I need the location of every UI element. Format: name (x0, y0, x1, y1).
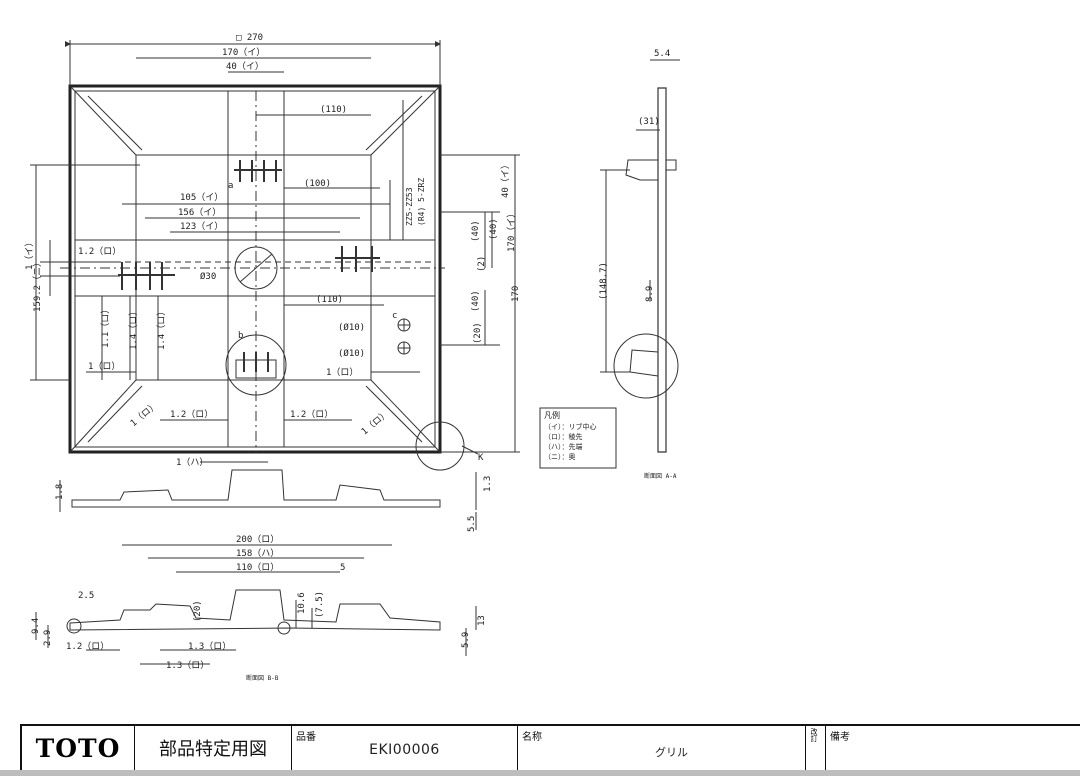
dim-29: 2.9 (43, 630, 53, 646)
dim-156: 156（イ） (178, 207, 221, 218)
dim-rib-40: 40（イ） (226, 61, 264, 72)
dim-1592: 159.2（ニ） (32, 258, 43, 312)
legend-item-1: （イ）：リブ中心 (544, 422, 597, 431)
note-2: (R4) 5-ZRZ (417, 178, 426, 226)
dim-14a: 1.4（ロ） (128, 307, 139, 350)
dim-corner-left: 1（ロ） (128, 400, 160, 429)
legend: 凡例 （イ）：リブ中心 （ロ）：稜先 （ハ）：先端 （ニ）：奥 (539, 407, 617, 469)
dim-18: 1.8 (55, 484, 65, 500)
dim-170-right: 170 (511, 286, 521, 302)
edition-label: 改訂 (810, 728, 818, 742)
dim-89: 8.9 (645, 286, 655, 302)
dim-b13b: 1.3（ロ） (166, 660, 209, 671)
marker-k: K (478, 453, 484, 463)
dim-75: (7.5) (315, 591, 325, 618)
dim-123: 123（イ） (180, 221, 223, 232)
marker-c: c (392, 311, 397, 321)
remarks-cell: 備考 (826, 726, 1080, 770)
dim-20-right: (20) (473, 322, 483, 344)
part-name-cell: 名称 グリル (518, 726, 806, 770)
dim-31: (31) (638, 117, 660, 127)
front-view (59, 461, 477, 530)
dim-b12: 1.2（ロ） (66, 641, 109, 652)
dim-59: 5.9 (461, 632, 471, 648)
part-number-cell: 品番 EKI00006 (292, 726, 518, 770)
dim-1-right: 1（ロ） (326, 367, 358, 378)
dim-110-mid: (110) (316, 295, 343, 305)
top-view-labels: □ 270 170（イ） 40（イ） (110) (100) 105（イ） 15… (24, 33, 521, 463)
page-bottom-edge (0, 770, 1080, 776)
side-view-labels: 5.4 (31) (148.7) 8.9 断面図 A-A (599, 49, 677, 480)
part-number-label: 品番 (296, 732, 316, 743)
dim-110-top: (110) (320, 105, 347, 115)
legend-title: 凡例 (544, 410, 560, 420)
dim-170-i: 170（イ） (506, 209, 517, 252)
dim-40-right: (40) (471, 220, 481, 242)
dim-40c-right: (40) (489, 218, 499, 240)
dim-1-left: 1（イ） (24, 238, 35, 270)
dim-100: (100) (304, 179, 331, 189)
brand-text: TOTO (35, 733, 121, 763)
section-view (35, 544, 477, 665)
dim-bottom-left: 1.2（ロ） (170, 409, 213, 420)
dim-25: 2.5 (78, 591, 94, 601)
top-view (30, 40, 520, 471)
dim-11-vert: 1.1（ロ） (100, 305, 111, 348)
marker-a: a (228, 181, 233, 191)
section-view-labels: 200（ロ） 158（ハ） 110（ロ） 5 2.5 9.4 2.9 10.6 … (31, 534, 487, 682)
title-block: TOTO 部品特定用図 品番 EKI00006 名称 グリル 改訂 備考 (20, 724, 1080, 772)
note-1: ZZ5-ZZ53 (405, 187, 414, 226)
legend-item-4: （ニ）：奥 (544, 452, 576, 461)
technical-drawing: □ 270 170（イ） 40（イ） (110) (100) 105（イ） 15… (24, 33, 680, 682)
dim-phi30: Ø30 (200, 271, 216, 282)
dim-105: 105（イ） (180, 192, 223, 203)
front-view-labels: 1（ハ） 1.8 1.3 5.5 (55, 457, 493, 532)
side-view (600, 59, 680, 453)
legend-item-3: （ハ）：先端 (544, 442, 583, 451)
dim-40b-right: (40) (471, 290, 481, 312)
dim-200: 200（ロ） (236, 534, 279, 545)
dim-13-sec: 13 (477, 615, 487, 626)
dim-13: 1.3 (483, 476, 493, 492)
part-name-value: グリル (655, 746, 688, 759)
dim-5: 5 (340, 563, 345, 573)
dim-55: 5.5 (467, 516, 477, 532)
dim-2: (2) (477, 256, 487, 272)
dim-54: 5.4 (654, 49, 670, 59)
dim-phi10b: (Ø10) (338, 348, 365, 359)
dim-158: 158（ハ） (236, 548, 279, 559)
dim-40-i: 40（イ） (500, 160, 511, 198)
dim-12-left: 1.2（ロ） (78, 246, 121, 257)
part-number-value: EKI00006 (369, 742, 440, 758)
legend-item-2: （ロ）：稜先 (544, 432, 583, 441)
dim-20: (20) (193, 600, 203, 622)
side-caption: 断面図 A-A (644, 472, 677, 480)
section-caption: 断面図 B-B (246, 674, 279, 682)
document-title: 部品特定用図 (135, 726, 292, 770)
dim-overall: □ 270 (236, 33, 263, 43)
dim-corner-right: 1（ロ） (359, 408, 391, 437)
dim-b13a: 1.3（ロ） (188, 641, 231, 652)
dim-phi10a: (Ø10) (338, 322, 365, 333)
dim-1-ha: 1（ハ） (176, 457, 208, 468)
dim-rib-170: 170（イ） (222, 47, 265, 58)
dim-94: 9.4 (31, 618, 41, 634)
remarks-label: 備考 (830, 732, 850, 743)
marker-b: b (238, 331, 243, 341)
dim-106: 10.6 (297, 592, 307, 614)
edition-cell: 改訂 (806, 726, 826, 770)
dim-14b: 1.4（ロ） (156, 307, 167, 350)
brand-logo: TOTO (20, 726, 135, 770)
dim-1487: (148.7) (599, 262, 609, 300)
dim-110: 110（ロ） (236, 562, 279, 573)
dim-1-lower: 1（ロ） (88, 361, 120, 372)
part-name-label: 名称 (522, 732, 542, 743)
dim-bottom-right: 1.2（ロ） (290, 409, 333, 420)
